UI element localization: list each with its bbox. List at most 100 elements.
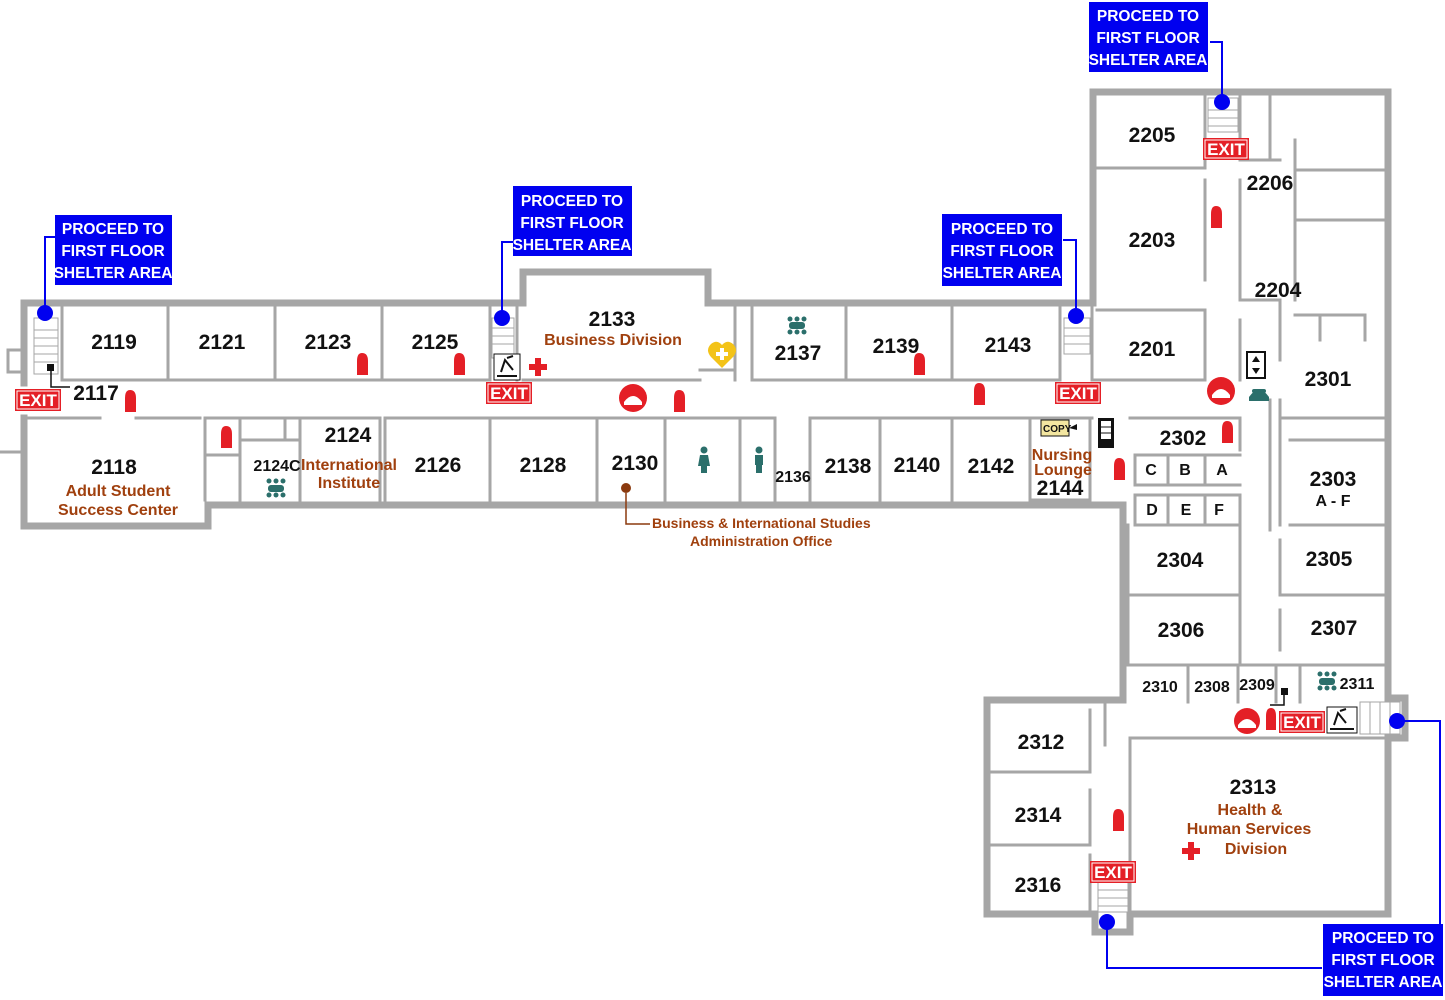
exit-sign-icon: EXIT (486, 382, 532, 404)
fire-extinguisher-icon (1211, 206, 1222, 228)
room-2140: 2140 (894, 454, 941, 477)
emergency-phones (619, 377, 1260, 734)
svg-text:B: B (1179, 462, 1191, 479)
shelter-notice-2205: PROCEED TO FIRST FLOOR SHELTER AREA (1089, 2, 1208, 72)
svg-text:EXIT: EXIT (1094, 863, 1132, 882)
room-labels: 2119 2121 2123 2125 2117 2133 2137 2139 … (73, 124, 1374, 897)
svg-text:FIRST FLOOR: FIRST FLOOR (520, 215, 623, 232)
meeting-room-icon (1317, 671, 1337, 691)
inner-walls (22, 94, 1387, 916)
shelter-marker-icon (1214, 94, 1230, 110)
svg-text:Human Services: Human Services (1187, 821, 1312, 838)
fire-extinguisher-icon (1114, 458, 1125, 480)
svg-text:EXIT: EXIT (19, 391, 57, 410)
evacuation-chair-icon (493, 353, 521, 381)
shelter-marker-icon (1068, 308, 1084, 324)
fire-extinguishers (125, 206, 1276, 831)
restroom-icon (755, 446, 763, 473)
shelter-marker-icon (1099, 914, 1115, 930)
shelter-marker-icon (1389, 713, 1405, 729)
room-2313: 2313 (1230, 776, 1277, 799)
fire-extinguisher-icon (221, 426, 232, 448)
svg-text:C: C (1145, 462, 1157, 479)
restroom-icon (698, 446, 710, 473)
room-2119: 2119 (91, 331, 137, 354)
emergency-phone-icon (1234, 708, 1260, 734)
svg-text:Adult Student: Adult Student (66, 483, 172, 500)
svg-text:PROCEED TO: PROCEED TO (1332, 930, 1434, 947)
evacuation-chair-icon (1326, 706, 1358, 734)
svg-text:International: International (301, 457, 397, 474)
svg-text:D: D (1146, 502, 1158, 519)
svg-text:COPY: COPY (1043, 424, 1072, 435)
room-2312: 2312 (1018, 731, 1065, 754)
svg-text:Institute: Institute (318, 475, 380, 492)
meeting-room-icon (266, 478, 286, 498)
svg-text:FIRST FLOOR: FIRST FLOOR (1331, 952, 1434, 969)
room-2118: 2118 (91, 456, 137, 479)
fire-extinguisher-icon (914, 353, 925, 375)
room-2133: 2133 (589, 308, 636, 331)
meeting-room-icon (787, 316, 807, 335)
department-labels: Adult Student Success Center Internation… (58, 332, 1311, 858)
emergency-phone-icon (1207, 377, 1235, 405)
shelter-notice-2143: PROCEED TO FIRST FLOOR SHELTER AREA (942, 214, 1062, 286)
room-2143: 2143 (985, 334, 1032, 357)
svg-text:EXIT: EXIT (490, 384, 528, 403)
svg-text:PROCEED TO: PROCEED TO (62, 221, 164, 238)
room-2314: 2314 (1015, 804, 1062, 827)
emergency-phone-icon (619, 384, 647, 412)
fire-extinguisher-icon (1222, 421, 1233, 443)
room-2206: 2206 (1247, 172, 1294, 195)
room-2128: 2128 (520, 454, 567, 477)
svg-text:PROCEED TO: PROCEED TO (951, 221, 1053, 238)
svg-text:F: F (1214, 502, 1224, 519)
room-2144: 2144 (1037, 477, 1084, 500)
first-aid-icon (1182, 842, 1200, 860)
shelter-notice-2117: PROCEED TO FIRST FLOOR SHELTER AREA (54, 215, 172, 285)
svg-text:EXIT: EXIT (1283, 713, 1321, 732)
fire-extinguisher-icon (974, 383, 985, 405)
svg-text:FIRST FLOOR: FIRST FLOOR (1096, 30, 1199, 47)
meeting-rooms (266, 316, 1337, 691)
room-2137: 2137 (775, 342, 822, 365)
fire-extinguisher-icon (674, 390, 685, 412)
svg-text:SHELTER AREA: SHELTER AREA (513, 237, 632, 254)
shelter-notice-2125: PROCEED TO FIRST FLOOR SHELTER AREA (513, 186, 632, 256)
svg-text:Success Center: Success Center (58, 502, 178, 519)
fire-extinguisher-icon (1113, 809, 1124, 831)
svg-text:Business Division: Business Division (544, 332, 682, 349)
room-2204: 2204 (1255, 279, 1302, 302)
room-2205: 2205 (1129, 124, 1176, 147)
aed-icon (708, 341, 736, 368)
svg-text:PROCEED TO: PROCEED TO (1097, 8, 1199, 25)
room-2130: 2130 (612, 452, 659, 475)
svg-text:EXIT: EXIT (1059, 384, 1097, 403)
room-2303-sub: A - F (1316, 493, 1351, 510)
room-2201: 2201 (1129, 338, 1176, 361)
sub-room-labels: A B C D E F (1145, 462, 1228, 519)
room-2136: 2136 (775, 469, 811, 486)
room-2305: 2305 (1306, 548, 1353, 571)
room-2142: 2142 (968, 455, 1015, 478)
room-2308: 2308 (1194, 679, 1230, 696)
shelter-marker-icon (37, 305, 53, 321)
room-2307: 2307 (1311, 617, 1358, 640)
room-2203: 2203 (1129, 229, 1176, 252)
svg-text:Nursing: Nursing (1032, 447, 1092, 464)
room-2310: 2310 (1142, 679, 1178, 696)
exit-sign-icon: EXIT (1055, 382, 1101, 404)
svg-text:Health &: Health & (1218, 802, 1283, 819)
fire-extinguisher-icon (125, 386, 136, 412)
exit-sign-icon: EXIT (15, 389, 61, 411)
room-2123: 2123 (305, 331, 352, 354)
svg-text:A: A (1216, 462, 1228, 479)
svg-text:FIRST FLOOR: FIRST FLOOR (950, 243, 1053, 260)
room-2117: 2117 (73, 382, 119, 405)
svg-text:Administration Office: Administration Office (690, 533, 833, 549)
room-2304: 2304 (1157, 549, 1204, 572)
svg-text:E: E (1181, 502, 1192, 519)
left-annex-wall (6, 348, 26, 374)
svg-text:FIRST FLOOR: FIRST FLOOR (61, 243, 164, 260)
